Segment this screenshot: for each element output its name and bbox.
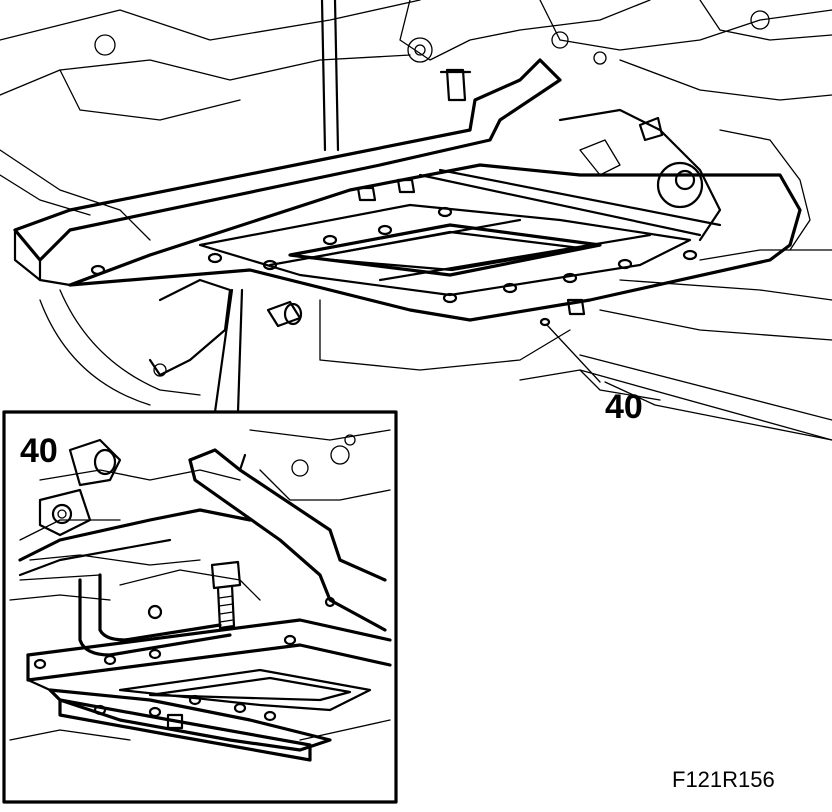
figure-reference-code: F121R156 [672,767,775,792]
undercarriage-background [0,0,832,441]
oil-pan-frame-main [13,58,832,441]
inset-connector [213,288,244,414]
inset-frame [2,410,398,804]
detail-inset [2,410,398,804]
inset-callout-label: 40 [20,432,58,470]
main-callout-label: 40 [605,388,643,426]
